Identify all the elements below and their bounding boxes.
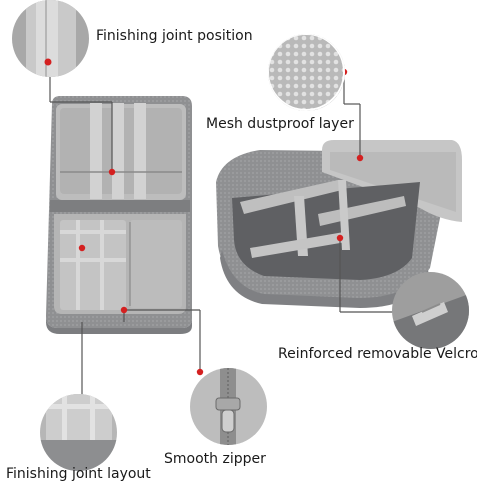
marker-dot	[78, 244, 86, 252]
marker-dot	[356, 154, 364, 162]
open-organizer	[46, 96, 192, 334]
zoom-joint-layout	[40, 394, 117, 471]
marker-dot	[336, 234, 344, 242]
label-smooth-zipper: Smooth zipper	[164, 451, 266, 467]
label-finishing-joint-layout: Finishing joint layout	[6, 466, 151, 482]
marker-dot	[108, 168, 116, 176]
zoom-zipper	[190, 368, 267, 445]
zoom-mesh-layer	[268, 34, 345, 111]
zoom-velcro	[392, 272, 469, 349]
label-finishing-joint-position: Finishing joint position	[96, 28, 253, 44]
divider-organizer	[216, 140, 462, 308]
marker-dot	[120, 306, 128, 314]
label-reinforced-velcro: Reinforced removable Velcro	[278, 346, 477, 362]
label-mesh-dustproof-layer: Mesh dustproof layer	[206, 116, 354, 132]
zoom-joint-position	[12, 0, 89, 77]
